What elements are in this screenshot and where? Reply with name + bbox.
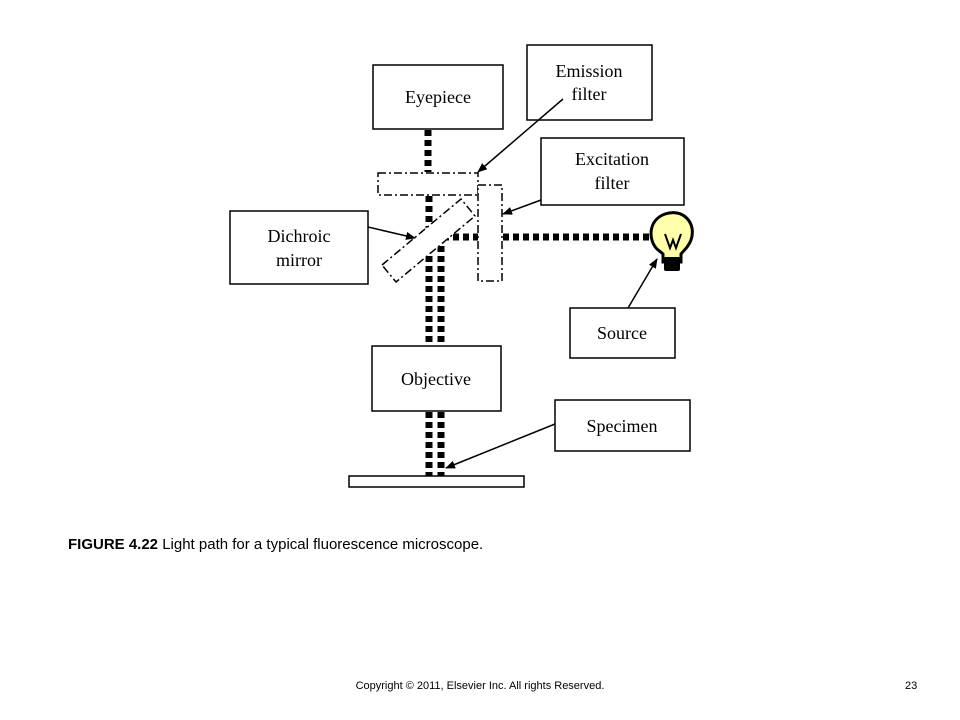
dichroic-mirror-box: Dichroic mirror xyxy=(229,210,369,285)
figure-label: FIGURE 4.22 xyxy=(68,536,159,553)
emission-filter-arrow xyxy=(477,98,564,173)
objective-box: Objective xyxy=(371,345,502,412)
emission-filter-label-line2: filter xyxy=(572,84,607,104)
emission-filter-outline xyxy=(377,172,479,196)
specimen-slide xyxy=(348,475,525,488)
emission-filter-box: Emission filter xyxy=(526,44,653,121)
eyepiece-box: Eyepiece xyxy=(372,64,504,130)
eyepiece-label: Eyepiece xyxy=(405,87,471,107)
source-arrow xyxy=(627,258,658,309)
figure-caption: FIGURE 4.22 Light path for a typical flu… xyxy=(68,536,483,553)
specimen-label: Specimen xyxy=(587,416,658,436)
figure-caption-text: Light path for a typical fluorescence mi… xyxy=(158,536,484,553)
light-bulb-icon xyxy=(649,211,694,271)
source-label: Source xyxy=(597,323,647,343)
excitation-filter-box: Excitation filter xyxy=(540,137,685,206)
dichroic-mirror-arrow xyxy=(367,226,416,240)
dichroic-mirror-label-line2: mirror xyxy=(276,250,322,270)
objective-label: Objective xyxy=(401,369,471,389)
page-number: 23 xyxy=(905,680,918,692)
dichroic-mirror-outline xyxy=(380,197,477,284)
specimen-arrow xyxy=(445,423,556,469)
excitation-filter-outline xyxy=(477,184,503,282)
excitation-filter-arrow xyxy=(502,199,542,215)
source-box: Source xyxy=(569,307,676,359)
specimen-box: Specimen xyxy=(554,399,691,452)
emission-filter-label-line1: Emission xyxy=(555,61,622,81)
dichroic-mirror-label-line1: Dichroic xyxy=(268,226,331,246)
copyright-notice: Copyright © 2011, Elsevier Inc. All righ… xyxy=(355,680,605,692)
excitation-filter-label-line1: Excitation xyxy=(575,149,649,169)
excitation-filter-label-line2: filter xyxy=(595,173,630,193)
